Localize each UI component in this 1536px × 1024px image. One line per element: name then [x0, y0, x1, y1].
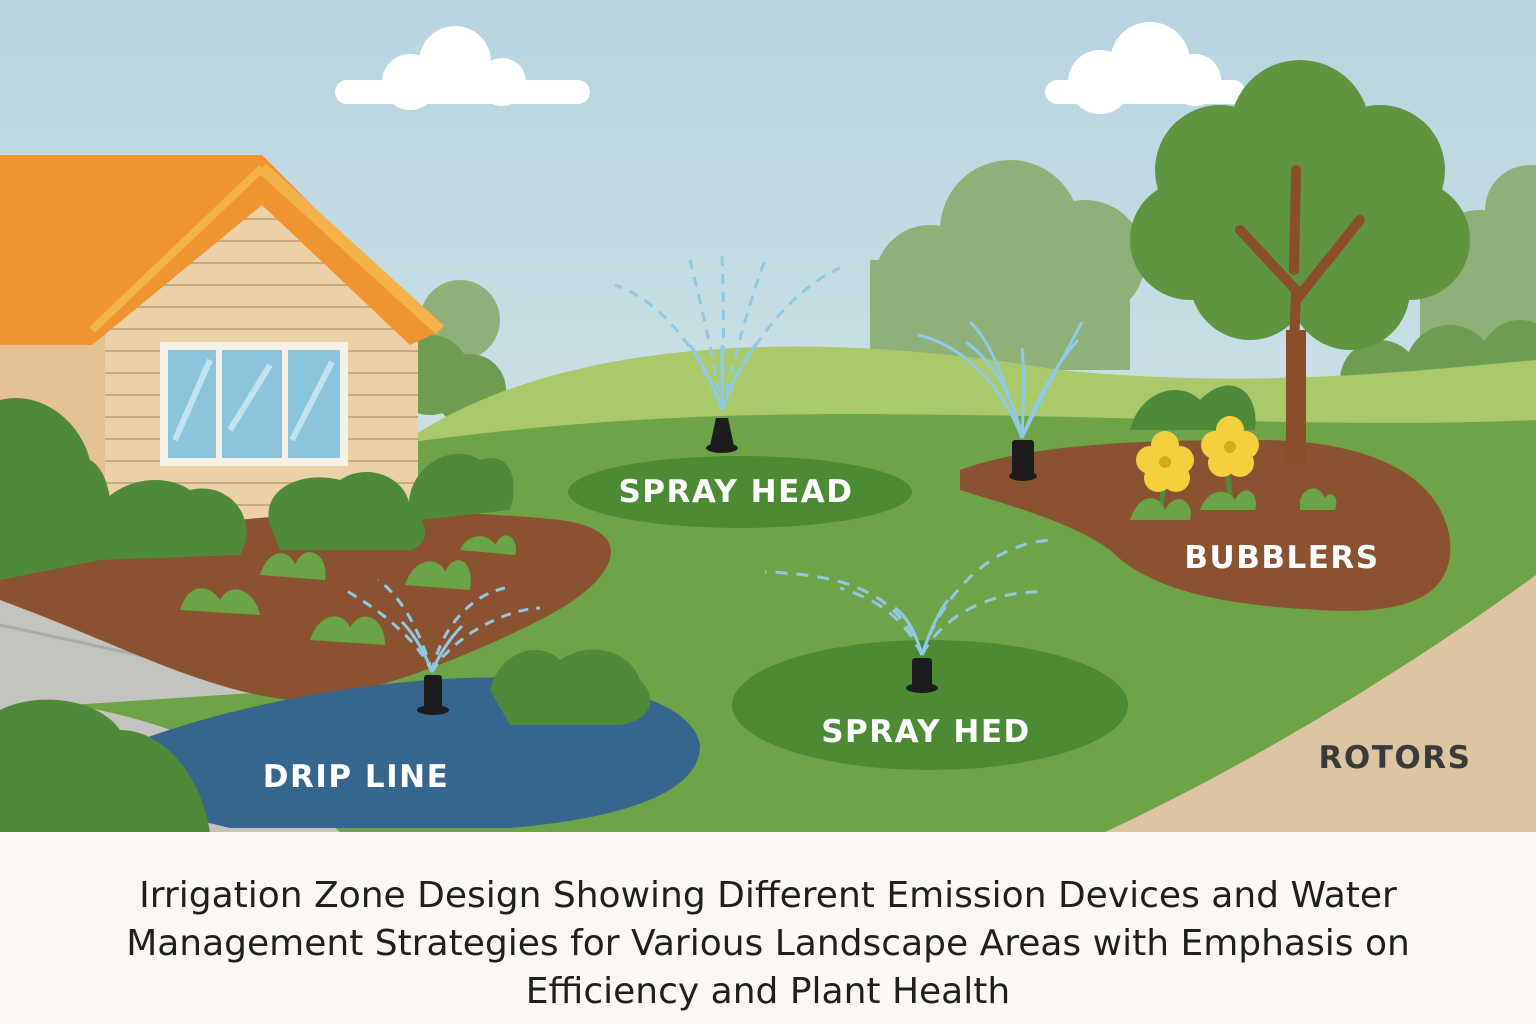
cloud-left	[335, 26, 590, 110]
shrubs	[0, 385, 1337, 832]
zone-label-spray-hed: SPRAY HED	[821, 714, 1031, 750]
zone-label-spray-head: SPRAY HEAD	[618, 474, 853, 510]
landscape-scene: SPRAY HEAD BUBBLERS SPRAY HED DRIP LINE …	[0, 0, 1536, 832]
spray-hed-zone	[732, 640, 1128, 770]
rotor-icon	[764, 538, 1051, 693]
cloud-right	[1045, 22, 1245, 114]
spray-head-icon	[614, 254, 841, 453]
spray-head-icon	[917, 320, 1084, 481]
yellow-flowers	[1130, 416, 1259, 521]
caption-panel: Irrigation Zone Design Showing Different…	[0, 832, 1536, 1024]
house-mulch-bed	[0, 512, 611, 700]
house-window	[160, 342, 348, 466]
shade-tree	[1130, 60, 1470, 465]
figure-caption: Irrigation Zone Design Showing Different…	[126, 875, 1410, 1012]
garden-path	[1105, 575, 1536, 832]
spray-head-zone	[568, 456, 912, 528]
bubbler-mulch-bed	[960, 440, 1451, 611]
drip-emitter-icon	[344, 578, 541, 715]
zone-label-bubblers: BUBBLERS	[1184, 540, 1379, 576]
zone-label-rotors: ROTORS	[1319, 740, 1472, 776]
zone-label-drip-line: DRIP LINE	[263, 759, 450, 795]
